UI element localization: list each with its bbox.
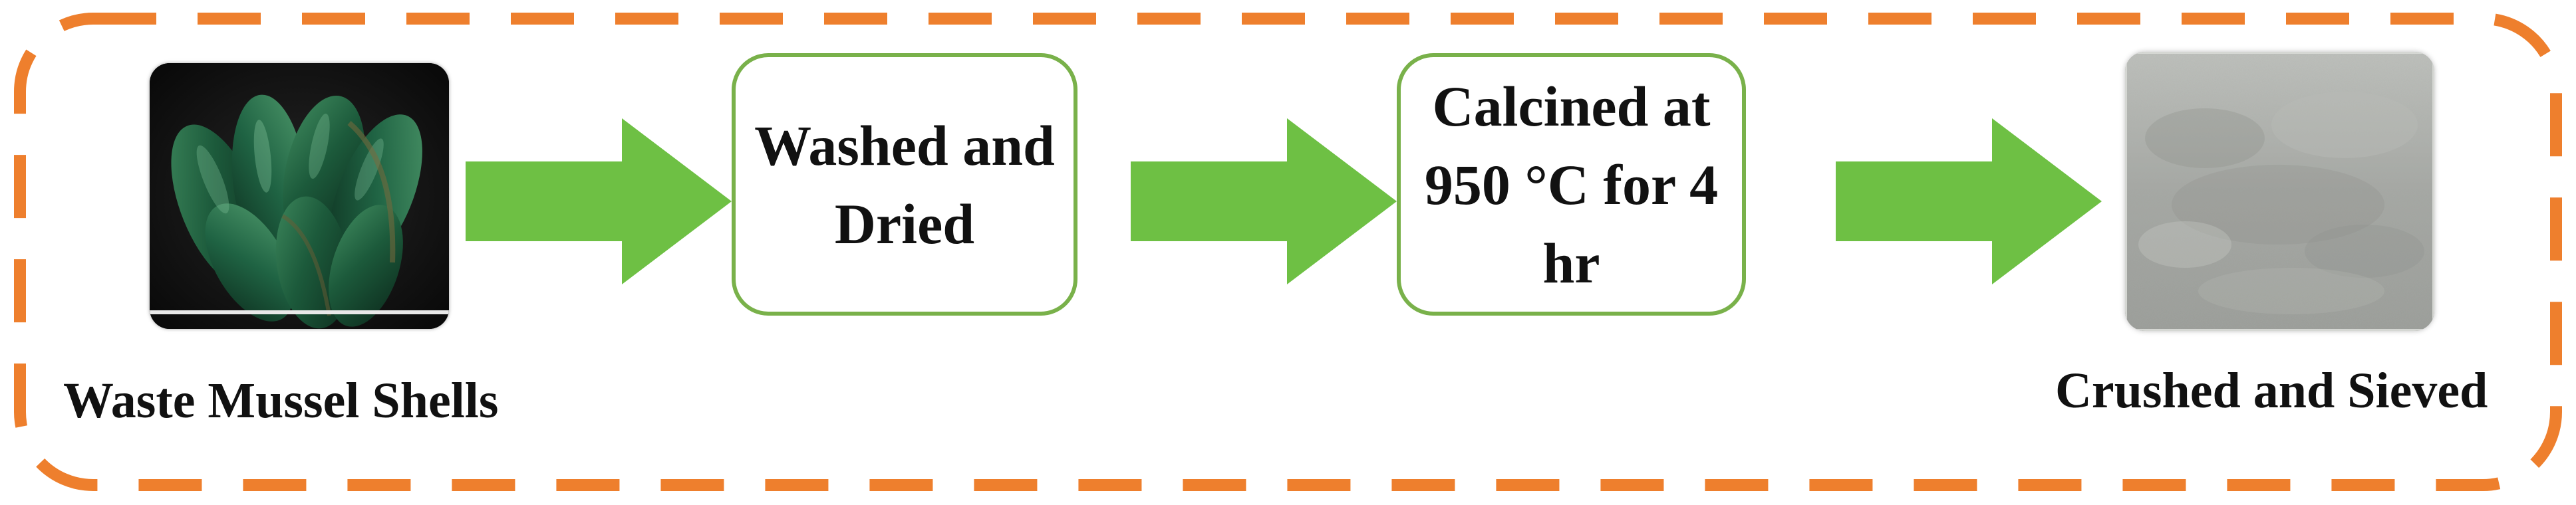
powder-photo (2125, 52, 2434, 331)
washed-dried-label: Washed and Dried (754, 113, 1055, 256)
crushed-sieved-caption: Crushed and Sieved (2055, 363, 2488, 419)
calcined-box: Calcined at 950 °C for 4 hr (1397, 53, 1746, 316)
waste-mussel-shells-caption: Waste Mussel Shells (63, 373, 499, 429)
mussel-shells-photo (150, 63, 449, 329)
washed-dried-box: Washed and Dried (732, 53, 1077, 316)
arrow-2 (1131, 118, 1397, 284)
arrow-1 (466, 118, 732, 284)
calcined-label: Calcined at 950 °C for 4 hr (1424, 74, 1719, 295)
arrow-3 (1836, 118, 2102, 284)
